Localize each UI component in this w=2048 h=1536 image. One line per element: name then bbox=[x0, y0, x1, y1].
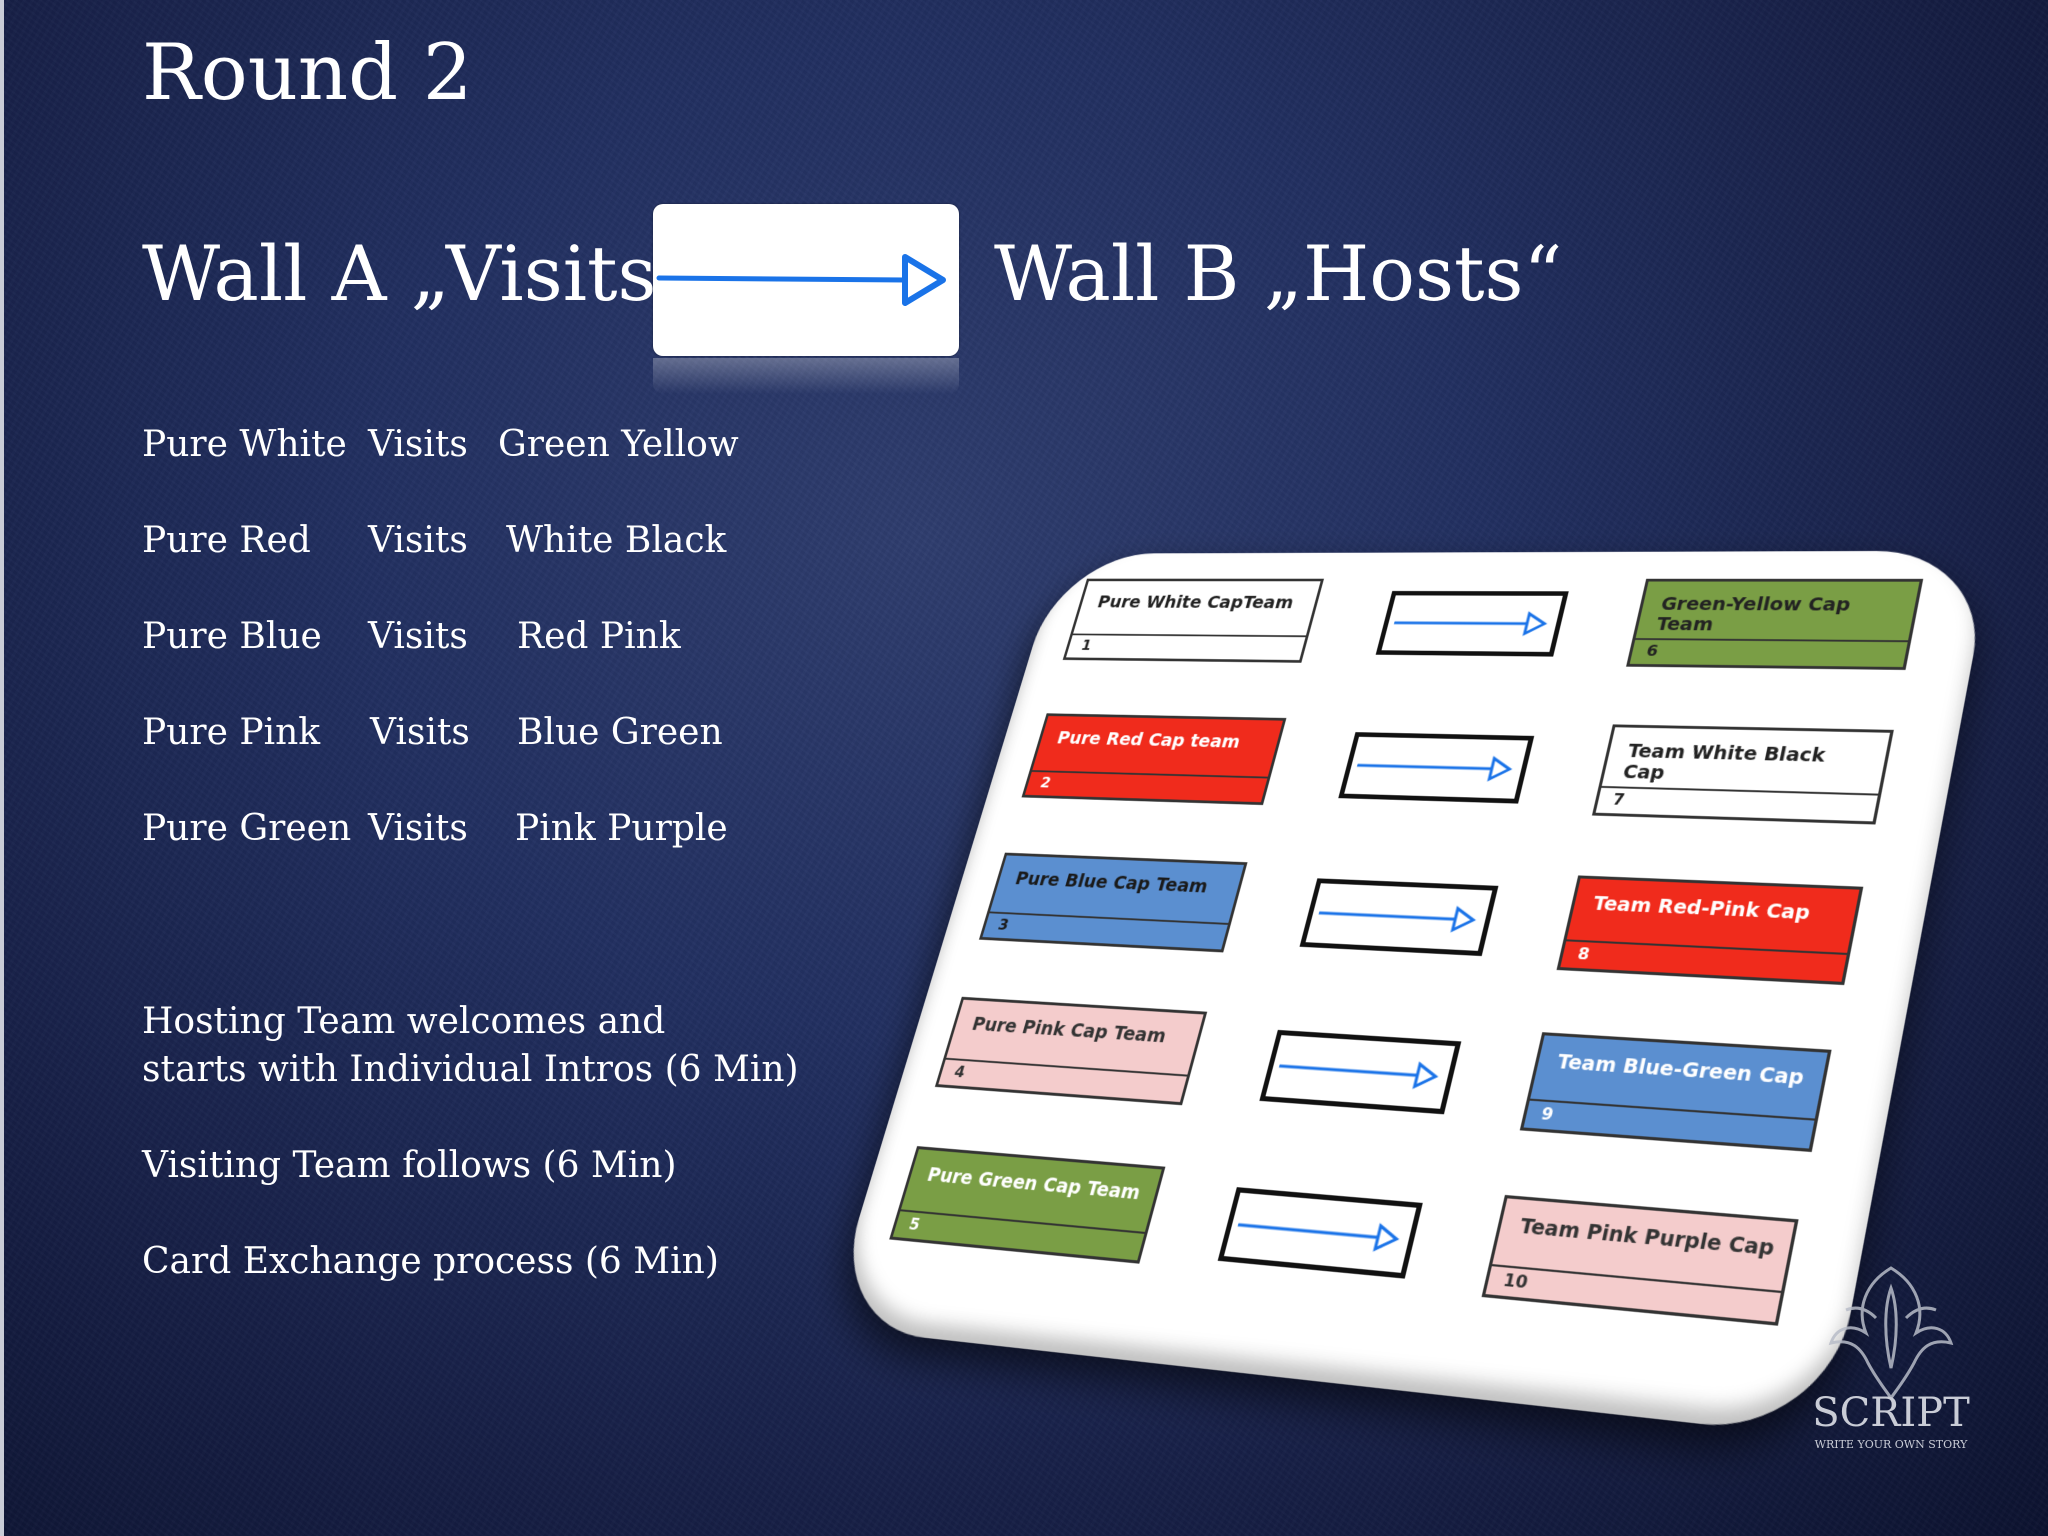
board-arrow-icon bbox=[1217, 1187, 1423, 1279]
visits-label: Visits bbox=[368, 520, 468, 561]
board-card-divider bbox=[1031, 770, 1268, 779]
slide-left-edge bbox=[0, 0, 4, 1536]
slide-title: Round 2 bbox=[142, 28, 473, 118]
board-card-divider bbox=[1529, 1098, 1815, 1121]
host-team: Green Yellow bbox=[498, 424, 739, 465]
board-card-divider bbox=[945, 1057, 1188, 1077]
board-team-card: Team Pink Purple Cap 10 bbox=[1481, 1194, 1799, 1326]
visits-label: Visits bbox=[370, 712, 470, 753]
board-card-divider bbox=[1491, 1264, 1782, 1294]
board-team-label: Pure Pink Cap Team bbox=[969, 1013, 1169, 1048]
board-team-label: Team Blue-Green Cap bbox=[1554, 1050, 1806, 1090]
board-team-card: Pure Red Cap team 2 bbox=[1021, 713, 1287, 806]
logo-wordmark: SCRIPT bbox=[1812, 1390, 1970, 1436]
logo-tagline: WRITE YOUR OWN STORY bbox=[1815, 1438, 1968, 1451]
exchange-note: Card Exchange process (6 Min) bbox=[142, 1241, 719, 1282]
board-arrow-icon bbox=[1338, 732, 1535, 804]
arrow-icon bbox=[653, 204, 959, 356]
board-team-label: Pure Blue Cap Team bbox=[1012, 868, 1211, 898]
board-team-label: Team Red-Pink Cap bbox=[1590, 892, 1813, 925]
board-team-label: Team White Black Cap bbox=[1620, 740, 1828, 784]
board-team-card: Team Blue-Green Cap 9 bbox=[1519, 1032, 1832, 1153]
board-team-label: Team Pink Purple Cap bbox=[1517, 1214, 1777, 1261]
board-card-divider bbox=[900, 1209, 1145, 1234]
host-team: Pink Purple bbox=[515, 808, 728, 849]
board-team-number: 7 bbox=[1610, 790, 1627, 809]
board-card-divider bbox=[989, 911, 1229, 925]
board-row: Pure White CapTeam 1 Green-Yellow Cap Team… bbox=[1054, 578, 1945, 703]
arrow-reflection bbox=[653, 358, 959, 394]
instructions: Hosting Team welcomes and starts with In… bbox=[142, 998, 799, 1334]
wall-b-heading: Wall B „Hosts“ bbox=[994, 229, 1563, 318]
visits-label: Visits bbox=[368, 616, 468, 657]
visits-label: Visits bbox=[368, 424, 468, 465]
board-team-number: 4 bbox=[952, 1062, 968, 1082]
visiting-team: Pure Blue bbox=[142, 616, 322, 657]
board-arrow-icon bbox=[1259, 1029, 1462, 1115]
visiting-team: Pure Pink bbox=[142, 712, 321, 753]
board-team-card: Team Red-Pink Cap 8 bbox=[1556, 875, 1864, 986]
board-team-number: 2 bbox=[1038, 773, 1054, 792]
hosting-note-line1: Hosting Team welcomes and bbox=[142, 1001, 666, 1042]
host-team: Red Pink bbox=[517, 616, 681, 657]
visiting-team: Pure White bbox=[142, 424, 347, 465]
board-team-number: 10 bbox=[1501, 1269, 1530, 1293]
board-team-label: Green-Yellow Cap Team bbox=[1654, 594, 1853, 635]
seating-board-image: Pure White CapTeam 1 Green-Yellow Cap Team… bbox=[800, 500, 1993, 1438]
hosting-note-line2: starts with Individual Intros (6 Min) bbox=[142, 1049, 799, 1090]
visits-label: Visits bbox=[368, 808, 468, 849]
board-team-label: Pure Green Cap Team bbox=[924, 1164, 1143, 1205]
wall-a-heading: Wall A „Visits bbox=[142, 229, 657, 318]
board-arrow-icon bbox=[1375, 590, 1569, 657]
host-team: White Black bbox=[506, 520, 727, 561]
board-team-number: 9 bbox=[1539, 1103, 1556, 1125]
board-team-card: Team White Black Cap 7 bbox=[1591, 724, 1894, 825]
board-team-number: 1 bbox=[1079, 637, 1094, 654]
board-team-label: Pure Red Cap team bbox=[1054, 728, 1243, 753]
board-row: Pure Red Cap team 2 Team White Black Cap 7 bbox=[1012, 713, 1915, 859]
board-team-card: Pure White CapTeam 1 bbox=[1062, 578, 1325, 663]
hosting-note: Hosting Team welcomes and starts with In… bbox=[142, 998, 799, 1094]
board-arrow-icon bbox=[1299, 878, 1499, 957]
board-team-number: 8 bbox=[1575, 944, 1592, 964]
visiting-note: Visiting Team follows (6 Min) bbox=[142, 1145, 677, 1186]
script-logo: SCRIPT WRITE YOUR OWN STORY bbox=[1796, 1248, 1986, 1458]
board-team-label: Pure White CapTeam bbox=[1095, 592, 1296, 613]
visiting-team: Pure Green bbox=[142, 808, 352, 849]
board-team-card: Green-Yellow Cap Team 6 bbox=[1626, 578, 1924, 670]
board-team-number: 3 bbox=[996, 915, 1011, 934]
host-team: Blue Green bbox=[517, 712, 723, 753]
board-card-divider bbox=[1072, 633, 1306, 638]
visiting-team: Pure Red bbox=[142, 520, 311, 561]
board-card-divider bbox=[1566, 939, 1848, 955]
board-card-divider bbox=[1635, 638, 1909, 643]
board-team-number: 5 bbox=[906, 1214, 923, 1234]
board-team-number: 6 bbox=[1644, 641, 1660, 660]
board-grid: Pure White CapTeam 1 Green-Yellow Cap Team… bbox=[871, 578, 1945, 1399]
